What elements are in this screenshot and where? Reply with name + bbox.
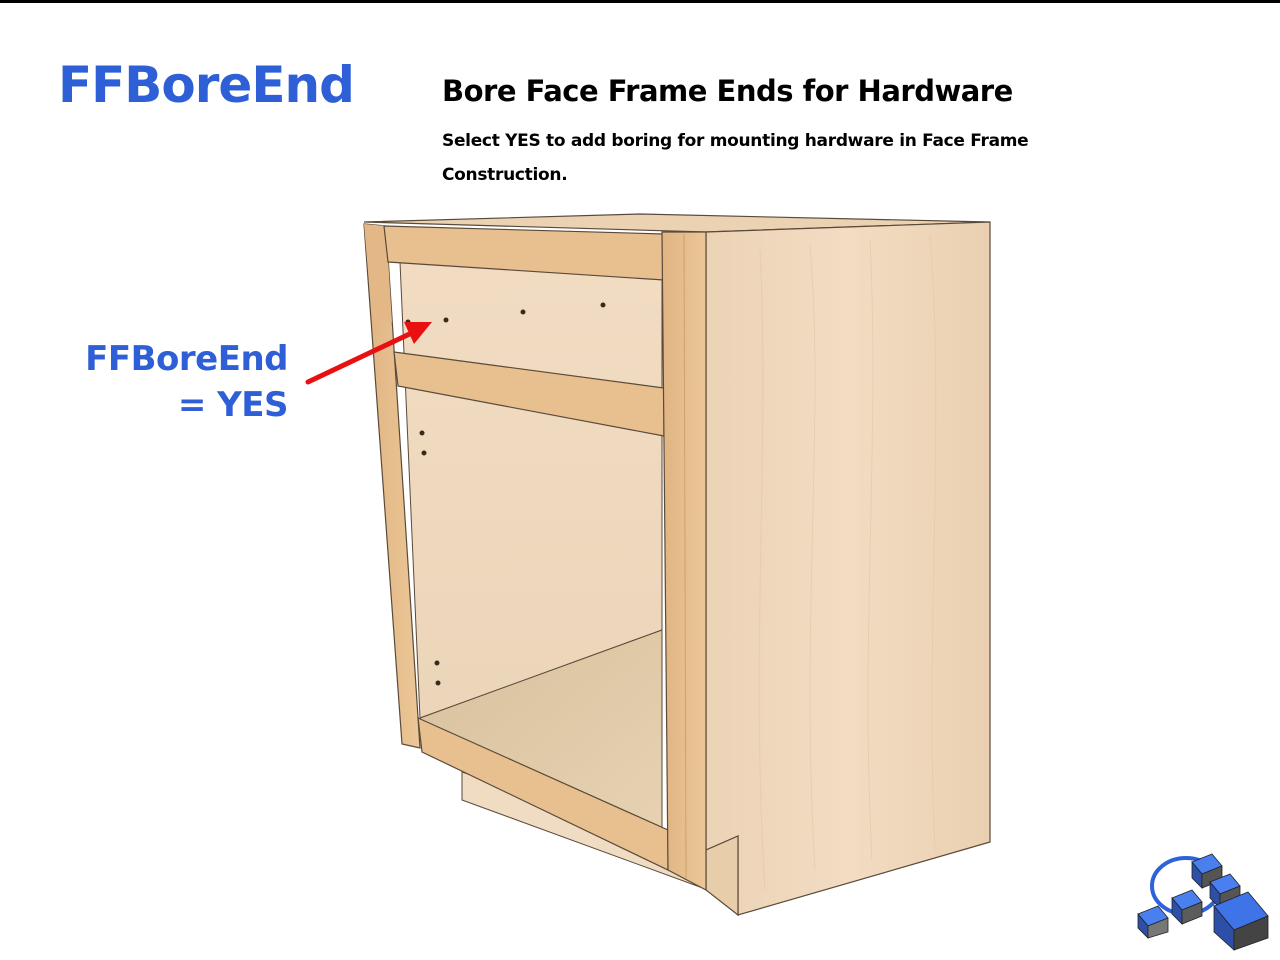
section-heading: Bore Face Frame Ends for Hardware <box>442 74 1013 108</box>
description-text: Select YES to add boring for mounting ha… <box>442 131 1029 185</box>
bore-hole <box>434 660 440 666</box>
toe-kick <box>705 835 739 917</box>
slide-title: FFBoreEnd <box>58 56 355 114</box>
right-stile <box>661 231 707 891</box>
red-arrow-icon <box>305 322 432 385</box>
logo-cubes-icon <box>1137 853 1269 951</box>
bore-hole <box>419 430 425 436</box>
bore-hole <box>600 302 606 308</box>
left-stile-front <box>364 224 392 322</box>
callout-line-1: FFBoreEnd <box>85 339 288 379</box>
bore-hole <box>435 680 441 686</box>
side-grain <box>758 234 937 891</box>
left-stile <box>363 223 421 749</box>
bore-hole <box>421 450 427 456</box>
bore-hole <box>520 309 526 315</box>
callout-line-2: = YES <box>177 385 289 425</box>
bore-hole <box>443 317 449 323</box>
cabinet-right-side <box>705 221 991 916</box>
top-rule <box>0 0 1280 3</box>
callout-label: FFBoreEnd = YES <box>85 336 288 428</box>
